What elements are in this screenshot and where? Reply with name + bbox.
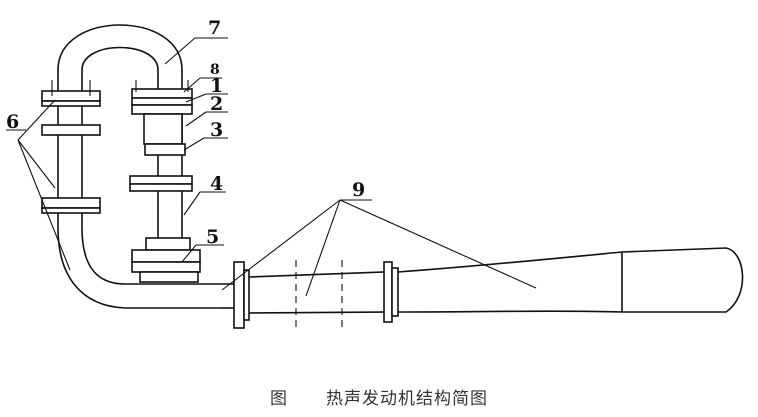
flange-5b [131,261,201,273]
label-8: 8 [210,62,220,78]
left-resonator-tube [41,80,101,228]
flange-9b [383,261,393,323]
left-flange-2 [41,124,101,136]
flange-8 [131,88,193,99]
flange-1b [131,104,193,115]
caption-prefix: 图 [270,389,288,409]
flange-4b [129,183,193,192]
left-flange-1 [41,90,101,102]
label-9: 9 [352,179,365,201]
figure-caption: 图 热声发动机结构简图 [0,384,758,409]
flange-5c [139,271,199,283]
label-3: 3 [210,119,223,141]
u-bend [57,24,183,93]
left-flange-1b [41,100,101,107]
left-flange-3b [41,207,101,214]
flange-1 [131,97,193,106]
left-flange-3 [41,197,101,209]
leader-lines [6,37,537,297]
flange-9b-b [391,267,399,317]
label-6: 6 [6,111,19,133]
label-1: 1 [210,75,223,97]
hot-heat-exchanger [143,113,183,145]
flange-9a [233,261,245,329]
label-4: 4 [210,173,223,195]
section-5-top [145,237,191,251]
right-stack [129,80,201,283]
label-7: 7 [208,17,221,39]
section-3 [144,143,186,156]
flange-4 [129,175,193,185]
horizontal-pipe [210,260,399,330]
lower-elbow [57,227,220,309]
label-5: 5 [206,226,219,248]
flange-9a-b [243,269,250,321]
tapered-resonator [397,247,744,313]
caption-title: 热声发动机结构简图 [326,389,488,409]
label-2: 2 [210,93,223,115]
